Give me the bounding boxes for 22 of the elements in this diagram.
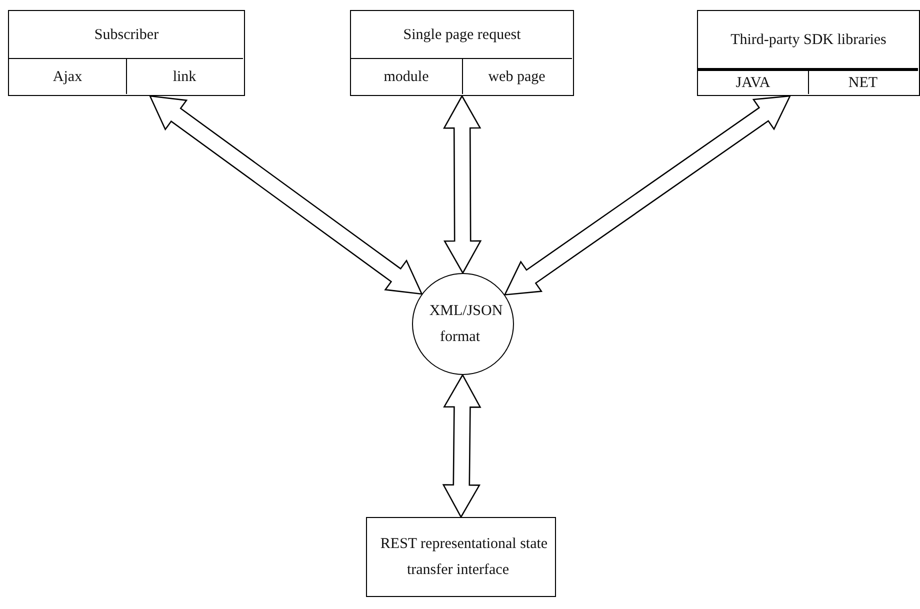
box-label: REST representational state transfer interface bbox=[379, 536, 548, 578]
double-arrow bbox=[442, 94, 482, 274]
cell-label: NET bbox=[847, 74, 879, 92]
double-arrow bbox=[148, 95, 423, 295]
sub-cell bbox=[126, 58, 243, 94]
sub-cell bbox=[462, 58, 572, 94]
component-box bbox=[8, 10, 245, 96]
cell-label: link bbox=[172, 68, 198, 86]
cell-label: module bbox=[382, 68, 430, 86]
cell-label: Ajax bbox=[52, 68, 84, 86]
interface-box bbox=[366, 517, 556, 597]
box-heading: Subscriber bbox=[93, 26, 160, 44]
component-box bbox=[697, 10, 920, 96]
cell-label: JAVA bbox=[734, 74, 772, 92]
double-arrow bbox=[442, 374, 482, 518]
box-heading: Single page request bbox=[402, 26, 522, 44]
double-arrow bbox=[504, 95, 792, 296]
component-box bbox=[350, 10, 574, 96]
circle-label: XML/JSON format bbox=[428, 303, 503, 345]
box-heading: Third-party SDK libraries bbox=[730, 30, 888, 50]
cell-label: web page bbox=[487, 68, 546, 86]
sub-cell bbox=[808, 68, 918, 94]
